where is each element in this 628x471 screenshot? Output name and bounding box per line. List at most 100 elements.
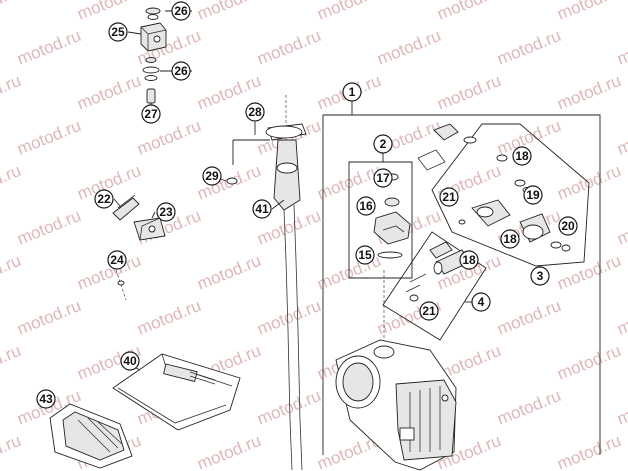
watermark-text: motod.ru	[434, 71, 503, 114]
clip-29-part	[226, 139, 270, 185]
watermark-text: motod.ru	[614, 116, 628, 159]
watermark-text: motod.ru	[614, 386, 628, 429]
callout-26a: 26	[171, 1, 191, 21]
control-unit-40-part	[112, 353, 241, 431]
callout-15: 15	[355, 245, 375, 265]
callout-4: 4	[471, 292, 491, 312]
callout-19: 19	[523, 185, 543, 205]
watermark-text: motod.ru	[554, 251, 623, 294]
watermark-text: motod.ru	[14, 26, 83, 69]
callout-18c: 18	[459, 250, 479, 270]
watermark-text: motod.ru	[614, 26, 628, 69]
fitting-18-top-part	[417, 123, 508, 171]
callout-43: 43	[36, 389, 56, 409]
watermark-text: motod.ru	[554, 71, 623, 114]
watermark-text: motod.ru	[0, 0, 24, 24]
bolt-26-part	[142, 57, 160, 104]
throttle-body-1-part	[335, 270, 457, 471]
watermark-text: motod.ru	[554, 0, 623, 24]
svg-text:43: 43	[39, 392, 53, 406]
callout-40: 40	[120, 351, 140, 371]
assembly-frame-1	[322, 101, 601, 455]
svg-text:17: 17	[376, 171, 390, 185]
watermark-text: motod.ru	[374, 26, 443, 69]
holder-43-part	[49, 403, 133, 469]
svg-text:3: 3	[537, 269, 544, 283]
watermark-text: motod.ru	[14, 206, 83, 249]
watermark-text: motod.ru	[14, 116, 83, 159]
svg-text:28: 28	[248, 105, 262, 119]
callout-20: 20	[558, 216, 578, 236]
valve-3-group-part	[458, 199, 571, 252]
watermark-text: motod.ru	[554, 341, 623, 384]
callout-21a: 21	[439, 187, 459, 207]
svg-text:26: 26	[174, 4, 188, 18]
callout-22: 22	[94, 189, 114, 209]
callout-28: 28	[245, 102, 265, 122]
svg-text:15: 15	[358, 248, 372, 262]
watermark-text: motod.ru	[74, 71, 143, 114]
watermark-text: motod.ru	[0, 161, 24, 204]
watermark-text: motod.ru	[494, 296, 563, 339]
callout-23: 23	[156, 202, 176, 222]
callout-29: 29	[202, 166, 222, 186]
svg-text:4: 4	[478, 295, 485, 309]
svg-text:1: 1	[349, 85, 356, 99]
svg-text:18: 18	[462, 253, 476, 267]
svg-text:41: 41	[255, 202, 269, 216]
fuel-line-41-part	[265, 95, 307, 471]
callout-24: 24	[107, 250, 127, 270]
sensor-16-part	[373, 173, 411, 259]
svg-text:21: 21	[442, 190, 456, 204]
callout-1: 1	[342, 82, 362, 102]
svg-text:25: 25	[111, 25, 125, 39]
watermark-text: motod.ru	[434, 0, 503, 24]
watermark-text: motod.ru	[554, 161, 623, 204]
watermark-text: motod.ru	[0, 341, 24, 384]
svg-text:2: 2	[380, 137, 387, 151]
callout-41: 41	[252, 199, 272, 219]
callout-25: 25	[108, 22, 128, 42]
callout-18b: 18	[500, 229, 520, 249]
watermark-text: motod.ru	[194, 0, 263, 24]
svg-text:27: 27	[144, 107, 158, 121]
watermark-text: motod.ru	[0, 251, 24, 294]
clamp-23-part	[133, 217, 166, 241]
watermark-text: motod.ru	[254, 296, 323, 339]
callout-2: 2	[373, 134, 393, 154]
watermark-text: motod.ru	[614, 296, 628, 339]
group-4-frame	[382, 231, 487, 341]
callout-26b: 26	[171, 61, 191, 81]
watermark-text: motod.ru	[134, 296, 203, 339]
watermark-text: motod.ru	[0, 431, 24, 471]
watermark-text: motod.ru	[134, 116, 203, 159]
watermark-text: motod.ru	[494, 386, 563, 429]
callout-16: 16	[356, 196, 376, 216]
svg-text:40: 40	[123, 354, 137, 368]
svg-text:16: 16	[359, 199, 373, 213]
watermark-text: motod.ru	[194, 251, 263, 294]
svg-text:24: 24	[110, 253, 124, 267]
callout-3: 3	[530, 266, 550, 286]
callout-17: 17	[373, 168, 393, 188]
sensor-group-2-frame	[348, 153, 413, 279]
hose-24-part	[115, 269, 127, 301]
watermark-text: motod.ru	[14, 296, 83, 339]
watermark-text: motod.ru	[254, 26, 323, 69]
svg-text:18: 18	[515, 149, 529, 163]
svg-text:26: 26	[174, 64, 188, 78]
watermark-text: motod.ru	[554, 431, 623, 471]
clamp-22-part	[112, 194, 140, 221]
bracket-25-part	[140, 7, 167, 52]
svg-text:20: 20	[561, 219, 575, 233]
svg-text:22: 22	[97, 192, 111, 206]
callout-18a: 18	[512, 146, 532, 166]
svg-text:29: 29	[205, 169, 219, 183]
watermark-text: motod.ru	[194, 431, 263, 471]
callout-21b: 21	[419, 301, 439, 321]
callout-27: 27	[141, 104, 161, 124]
svg-text:21: 21	[422, 304, 436, 318]
svg-text:18: 18	[503, 232, 517, 246]
watermark-text: motod.ru	[314, 0, 383, 24]
